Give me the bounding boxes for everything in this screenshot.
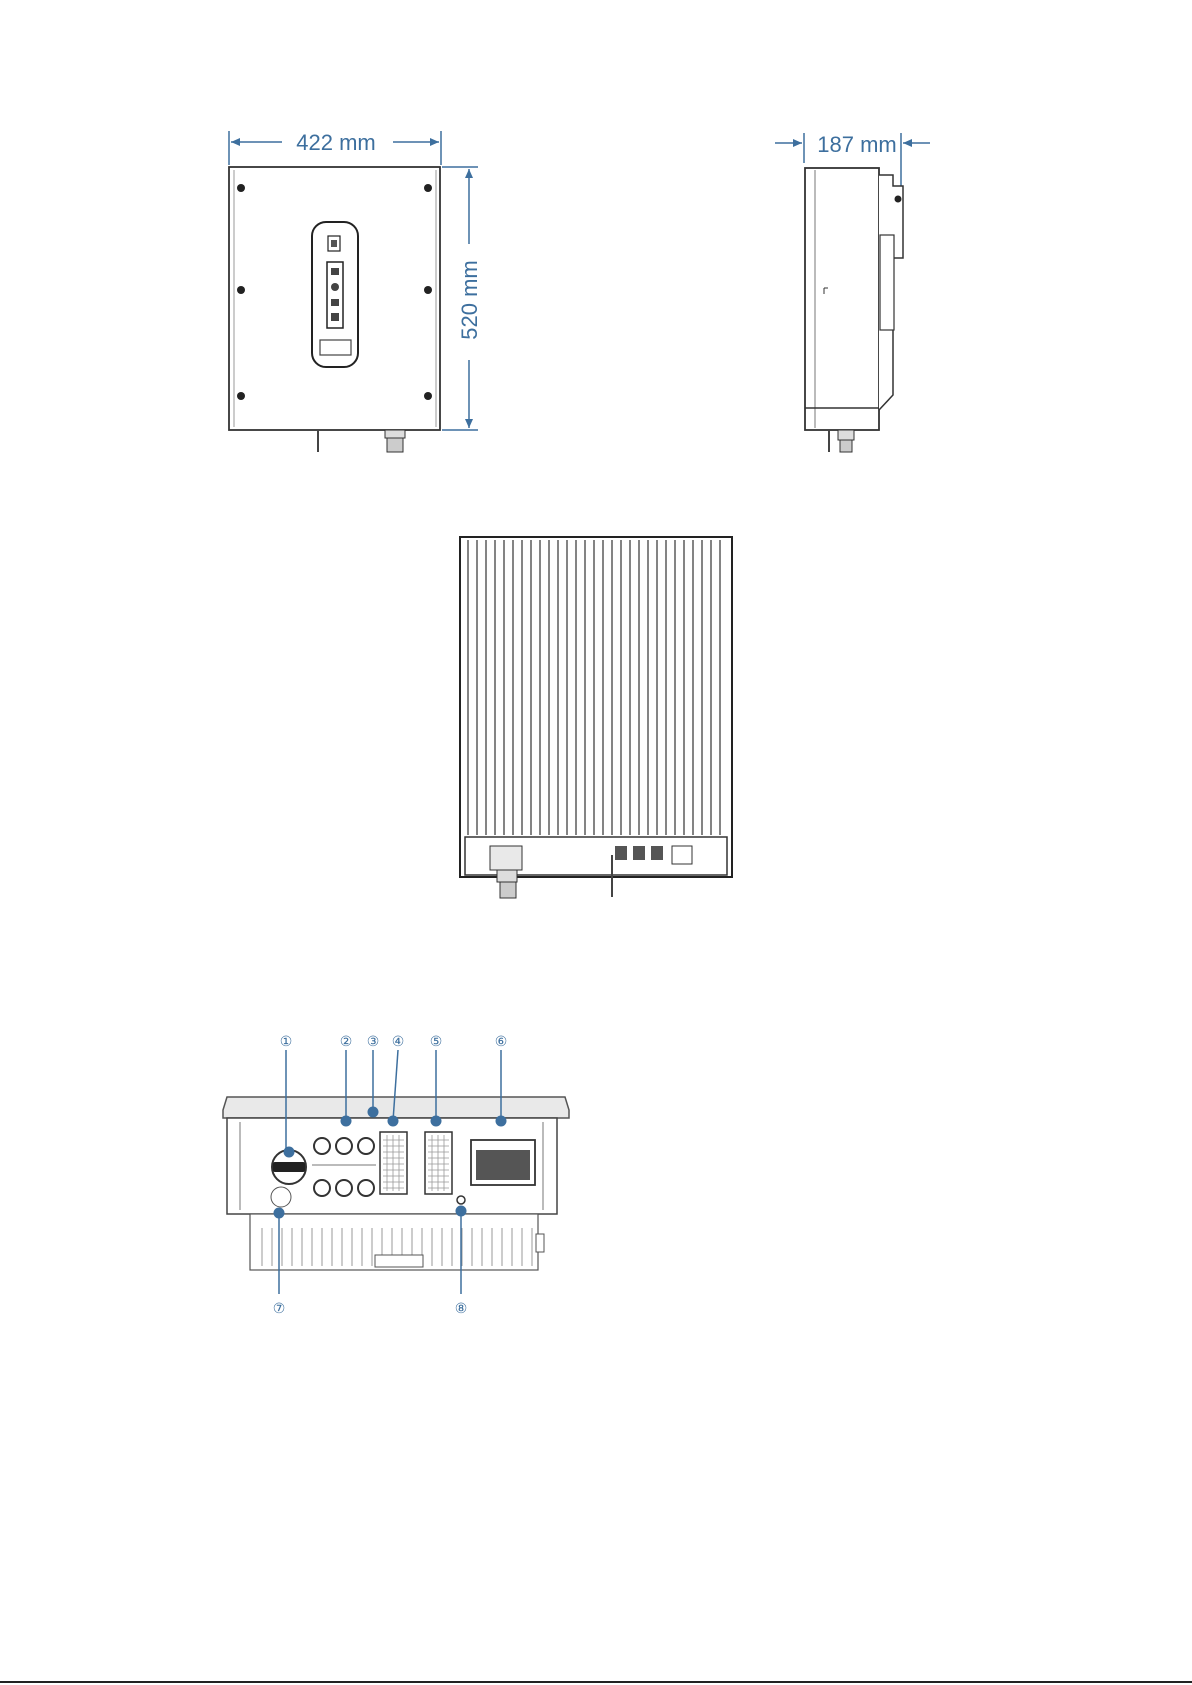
width-dimension-label: 422 mm xyxy=(296,130,375,155)
callout-8: ⑧ xyxy=(455,1300,468,1316)
callout-4: ④ xyxy=(392,1033,405,1049)
rear-heatsink xyxy=(460,537,732,877)
front-view: 422 mm 520 mm xyxy=(229,130,482,452)
callout-6: ⑥ xyxy=(495,1033,508,1049)
side-view: 187 mm xyxy=(775,132,930,452)
rear-view xyxy=(460,537,732,898)
height-dimension-label: 520 mm xyxy=(457,260,482,339)
bottom-view: ① ② ③ ④ ⑤ ⑥ ⑦ ⑧ xyxy=(223,1033,569,1316)
callout-1: ① xyxy=(280,1033,293,1049)
callout-7: ⑦ xyxy=(273,1300,286,1316)
callout-2: ② xyxy=(340,1033,353,1049)
callout-5: ⑤ xyxy=(430,1033,443,1049)
depth-dimension-label: 187 mm xyxy=(817,132,896,157)
page-bottom-rule xyxy=(0,1681,1192,1683)
side-housing xyxy=(805,168,879,430)
callout-3: ③ xyxy=(367,1033,380,1049)
